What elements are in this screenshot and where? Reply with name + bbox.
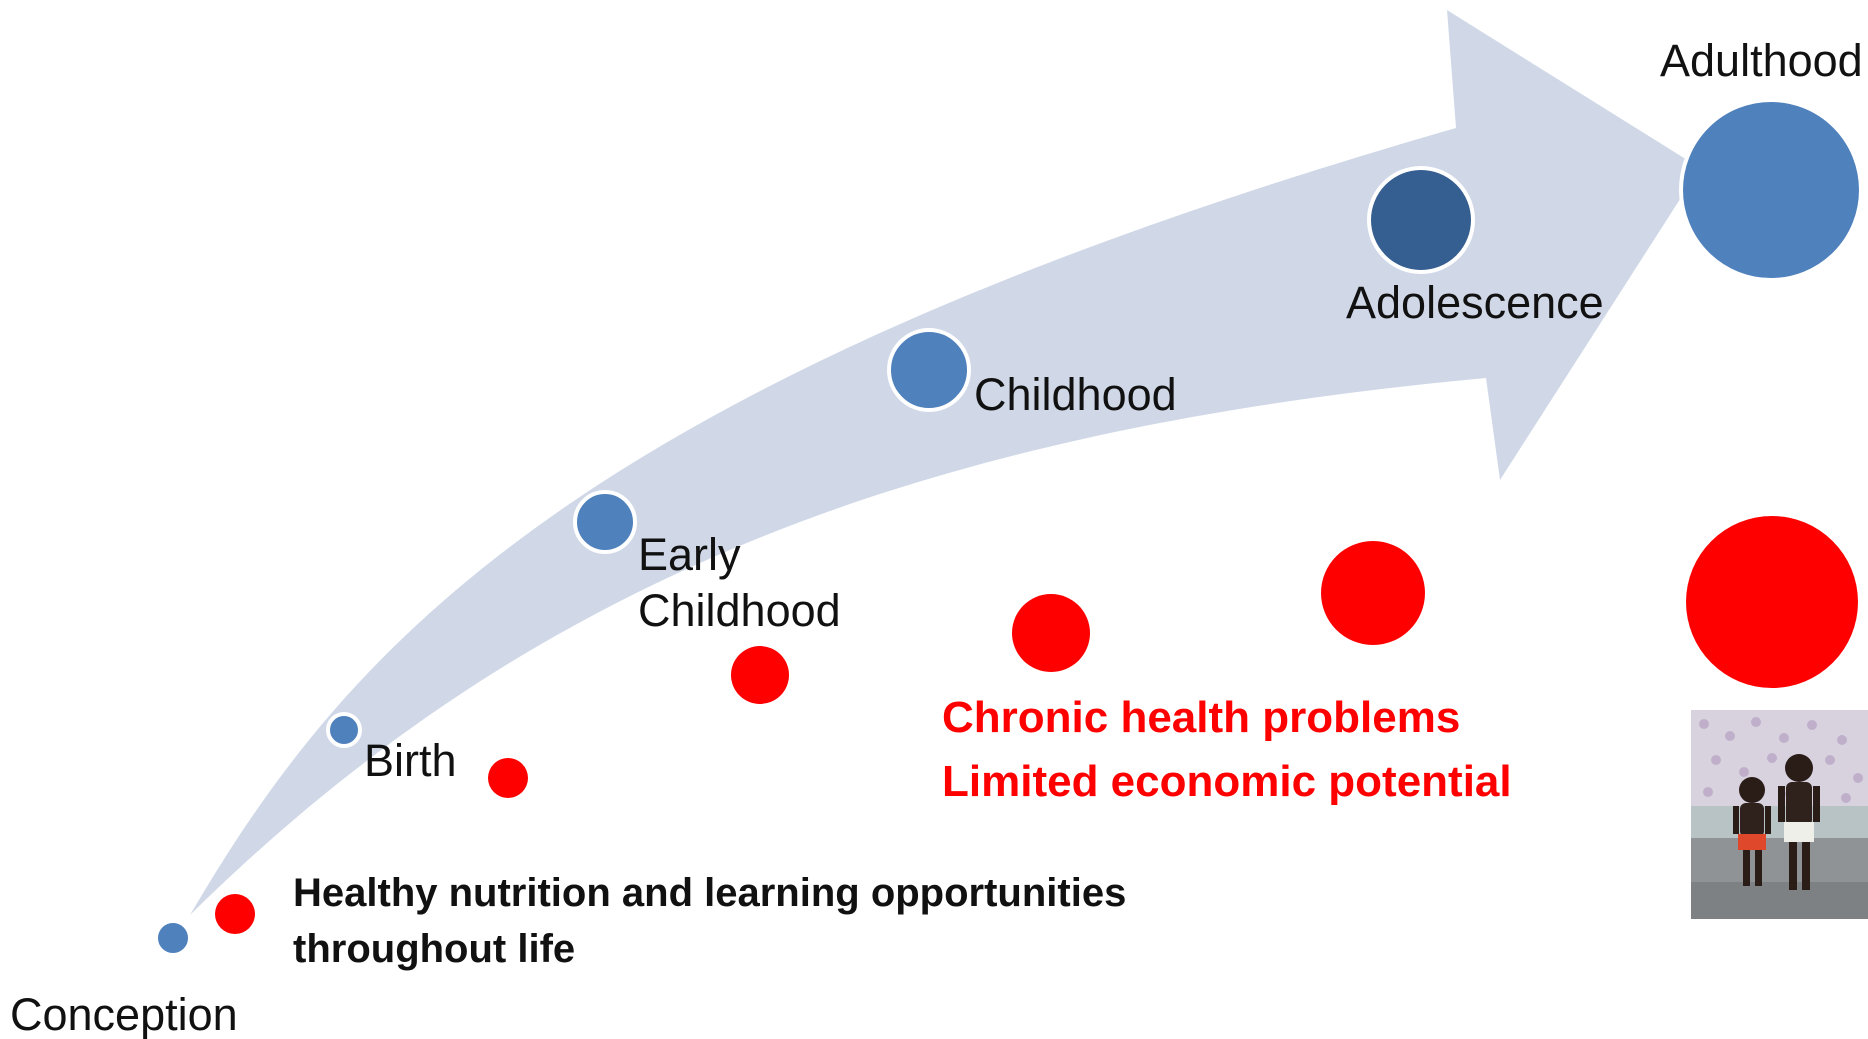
early-childhood-dot (573, 490, 637, 554)
conception-dot (154, 919, 192, 957)
growth-arrow (190, 10, 1700, 915)
childhood-dot (887, 328, 971, 412)
healthy-path-line2: throughout life (293, 927, 575, 971)
healthy-path-line1: Healthy nutrition and learning opportuni… (293, 871, 1126, 915)
birth-label: Birth (364, 735, 457, 786)
adulthood-label: Adulthood (1660, 35, 1863, 86)
red-dot-early-childhood (731, 646, 789, 704)
red-dot-conception (215, 894, 255, 934)
red-dot-adulthood (1686, 516, 1858, 688)
children-photo (1691, 710, 1868, 919)
red-dot-adolescence (1321, 541, 1425, 645)
early-childhood-label-line2: Childhood (638, 585, 841, 636)
childhood-label: Childhood (974, 369, 1177, 420)
conception-label: Conception (10, 989, 238, 1039)
adulthood-dot (1679, 98, 1863, 282)
poor-outcomes-line1: Chronic health problems (942, 693, 1460, 742)
early-childhood-label-line1: Early (638, 529, 741, 580)
red-dot-birth (488, 758, 528, 798)
poor-outcomes-line2: Limited economic potential (942, 757, 1512, 806)
birth-dot (326, 712, 362, 748)
adolescence-label: Adolescence (1346, 277, 1604, 328)
adolescence-dot (1367, 166, 1475, 274)
red-dot-childhood (1012, 594, 1090, 672)
